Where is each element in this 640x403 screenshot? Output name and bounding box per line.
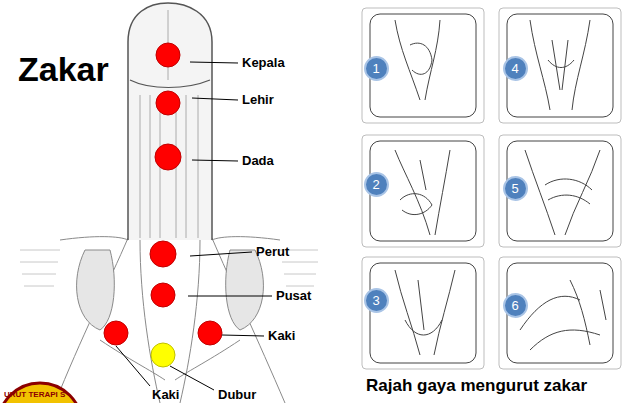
logo-text: URUT TERAPI S bbox=[4, 390, 65, 399]
callout-circle: 4 bbox=[503, 56, 528, 81]
part-label: Perut bbox=[256, 244, 289, 259]
callout-circle: 5 bbox=[503, 176, 528, 201]
callout-circle: 6 bbox=[503, 293, 528, 318]
part-label: Dada bbox=[242, 153, 274, 168]
callout-circle: 3 bbox=[364, 288, 389, 313]
part-label: Kaki bbox=[268, 328, 295, 343]
figure-caption: Rajah gaya mengurut zakar bbox=[366, 376, 587, 396]
callout-circle: 2 bbox=[364, 172, 389, 197]
diagram-title: Zakar bbox=[18, 50, 109, 89]
part-label: Lehir bbox=[242, 92, 274, 107]
callout-number: 2 bbox=[372, 177, 379, 192]
callout-number: 6 bbox=[511, 298, 518, 313]
callout-number: 1 bbox=[372, 61, 379, 76]
part-label: Kaki bbox=[152, 387, 179, 402]
callout-number: 4 bbox=[511, 61, 518, 76]
part-label: Kepala bbox=[242, 55, 285, 70]
callout-number: 5 bbox=[511, 181, 518, 196]
callout-circle: 1 bbox=[364, 56, 389, 81]
callout-number: 3 bbox=[372, 293, 379, 308]
part-label: Pusat bbox=[276, 288, 311, 303]
part-label: Dubur bbox=[218, 387, 256, 402]
